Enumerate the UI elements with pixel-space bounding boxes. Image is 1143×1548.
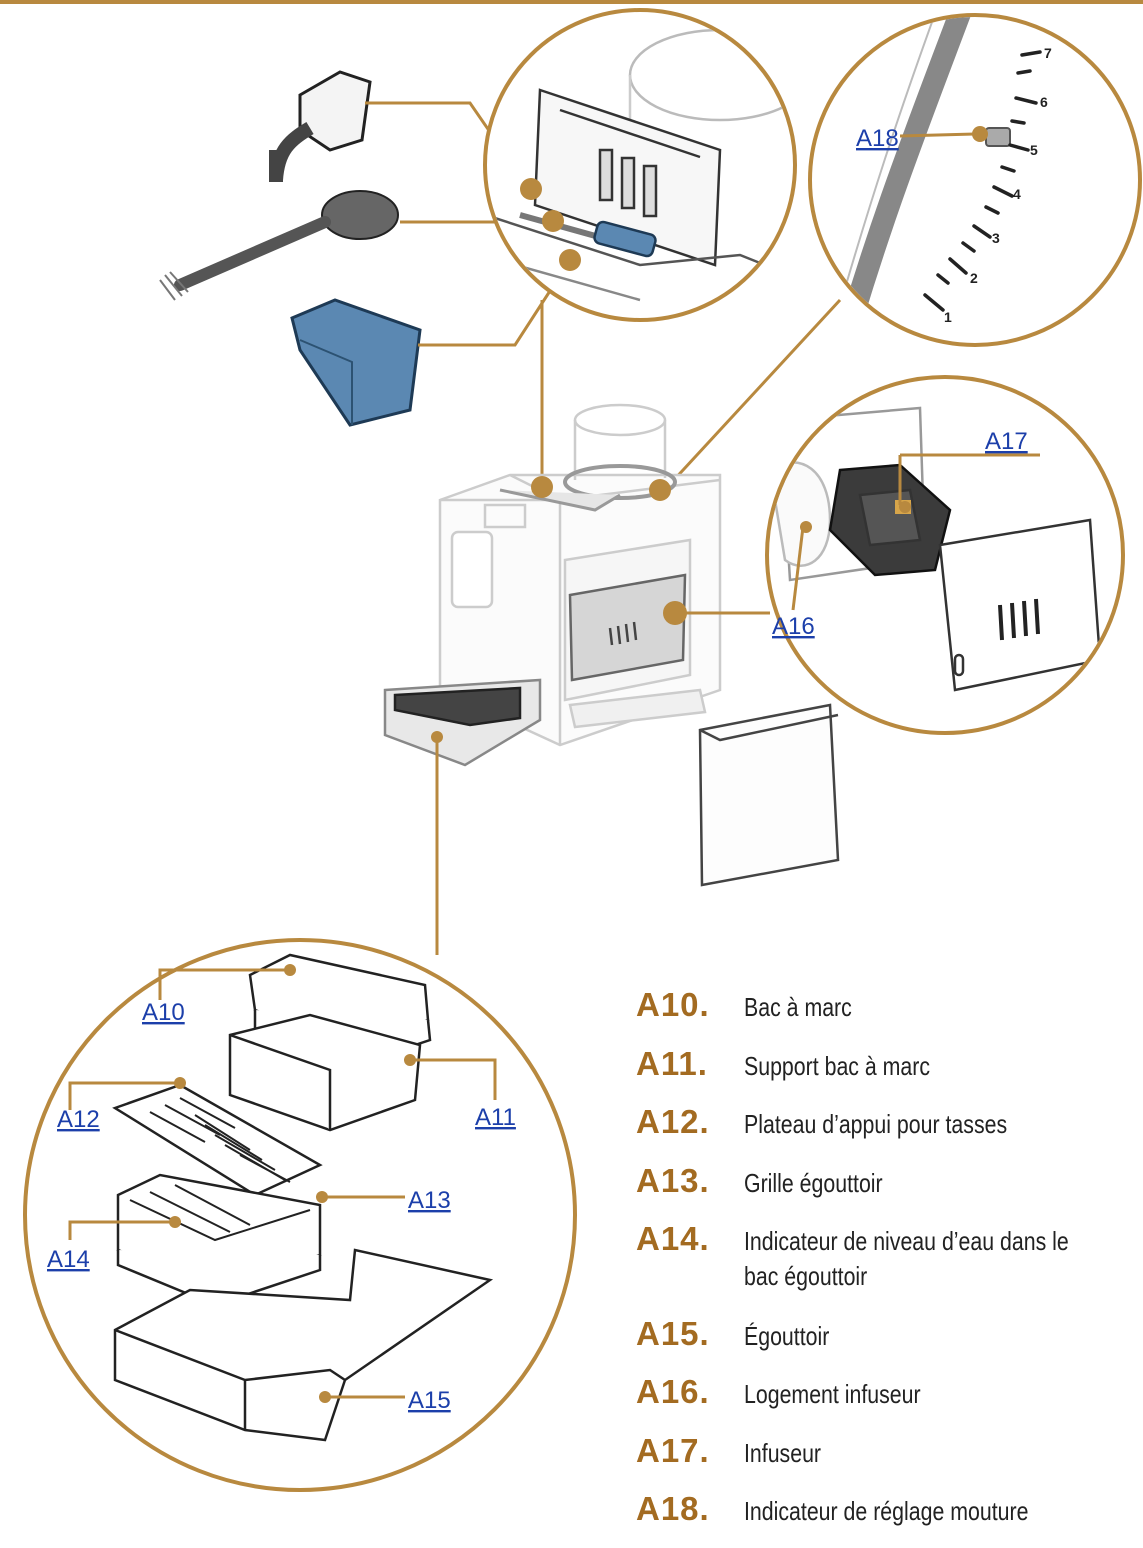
coffee-funnel-icon xyxy=(290,298,422,427)
legend-text: Indicateur de niveau d’eau dans le bac é… xyxy=(744,1226,1069,1292)
a14-dot xyxy=(169,1216,181,1228)
grind-scale-3: 3 xyxy=(992,230,1000,246)
brew-unit-magnifier: A17 A16 xyxy=(765,375,1125,735)
legend-code: A15. xyxy=(636,1314,710,1352)
legend-text: Indicateur de réglage mouture xyxy=(744,1496,1029,1527)
legend-code: A18. xyxy=(636,1490,710,1528)
grind-scale-6: 6 xyxy=(1040,94,1048,110)
callout-a11: A11 xyxy=(475,1104,516,1131)
descaling-spout-icon xyxy=(269,70,372,182)
drip-dot xyxy=(431,731,443,743)
grind-magnifier: 1 2 3 4 5 6 7 A18 xyxy=(808,13,1142,347)
grind-scale-1: 1 xyxy=(944,309,952,325)
brew-housing-dot xyxy=(800,521,812,533)
legend-text: Plateau d’appui pour tasses xyxy=(744,1109,1008,1140)
machine-grind-dot xyxy=(649,479,671,501)
grind-dot xyxy=(972,126,988,142)
tray-dot-1 xyxy=(520,178,542,200)
machine-top-dot xyxy=(531,476,553,498)
top-rule xyxy=(0,0,1143,4)
callout-a15: A15 xyxy=(408,1387,451,1414)
a13-dot xyxy=(316,1191,328,1203)
legend-code: A14. xyxy=(636,1220,710,1258)
coffee-machine xyxy=(383,403,840,887)
legend-item-a15: A15. Égouttoir xyxy=(636,1314,1141,1354)
a10-dot xyxy=(284,964,296,976)
legend-code: A12. xyxy=(636,1103,710,1141)
callout-a10: A10 xyxy=(142,999,185,1026)
legend-text: Égouttoir xyxy=(744,1320,830,1351)
legend-text: Logement infuseur xyxy=(744,1379,921,1410)
machine-door-dot xyxy=(663,601,687,625)
legend-code: A13. xyxy=(636,1161,710,1199)
measuring-spoon-icon xyxy=(159,190,399,301)
legend-text: Infuseur xyxy=(744,1437,822,1468)
legend-item-a16: A16. Logement infuseur xyxy=(636,1372,1141,1412)
grind-leader xyxy=(670,298,842,484)
callout-a16: A16 xyxy=(772,613,815,640)
callout-a17: A17 xyxy=(985,428,1028,455)
grind-ticks xyxy=(923,50,1042,312)
grind-scale-5: 5 xyxy=(1030,142,1038,158)
legend-item-a17: A17. Infuseur xyxy=(636,1431,1141,1471)
callout-a13: A13 xyxy=(408,1187,451,1214)
callout-a14: A14 xyxy=(47,1246,90,1273)
legend-item-a11: A11. Support bac à marc xyxy=(636,1044,1141,1084)
tray-dot-2 xyxy=(542,210,564,232)
legend-code: A11. xyxy=(636,1044,708,1082)
brew-unit-dot xyxy=(899,501,911,513)
legend-text: Support bac à marc xyxy=(744,1050,931,1081)
callout-a12: A12 xyxy=(57,1106,100,1133)
callout-a18: A18 xyxy=(856,125,899,152)
legend-item-a14: A14. Indicateur de niveau d’eau dans le b… xyxy=(636,1219,1141,1294)
a11-dot xyxy=(404,1054,416,1066)
legend-item-a10: A10. Bac à marc xyxy=(636,985,1141,1025)
tray-magnifier xyxy=(483,8,797,322)
legend-item-a18: A18. Indicateur de réglage mouture xyxy=(636,1489,1141,1529)
a12-dot xyxy=(174,1077,186,1089)
legend-text: Grille égouttoir xyxy=(744,1167,883,1198)
a15-dot xyxy=(319,1391,331,1403)
legend-item-a12: A12. Plateau d’appui pour tasses xyxy=(636,1102,1141,1142)
grind-scale-4: 4 xyxy=(1013,186,1021,202)
tray-dot-3 xyxy=(559,249,581,271)
legend-text: Bac à marc xyxy=(744,992,852,1022)
legend-code: A16. xyxy=(636,1373,710,1411)
legend-item-a13: A13. Grille égouttoir xyxy=(636,1161,1141,1201)
parts-legend: A10. Bac à marc A11. Support bac à marc A1… xyxy=(636,985,1141,1548)
legend-code: A10. xyxy=(636,986,710,1023)
legend-code: A17. xyxy=(636,1431,710,1469)
drip-tray-magnifier: A10 A11 A12 A13 A14 A15 xyxy=(23,938,577,1492)
exploded-diagram: 1 2 3 4 5 6 7 A18 xyxy=(0,0,1143,1492)
grind-scale-7: 7 xyxy=(1044,45,1052,61)
grind-scale-2: 2 xyxy=(970,270,978,286)
